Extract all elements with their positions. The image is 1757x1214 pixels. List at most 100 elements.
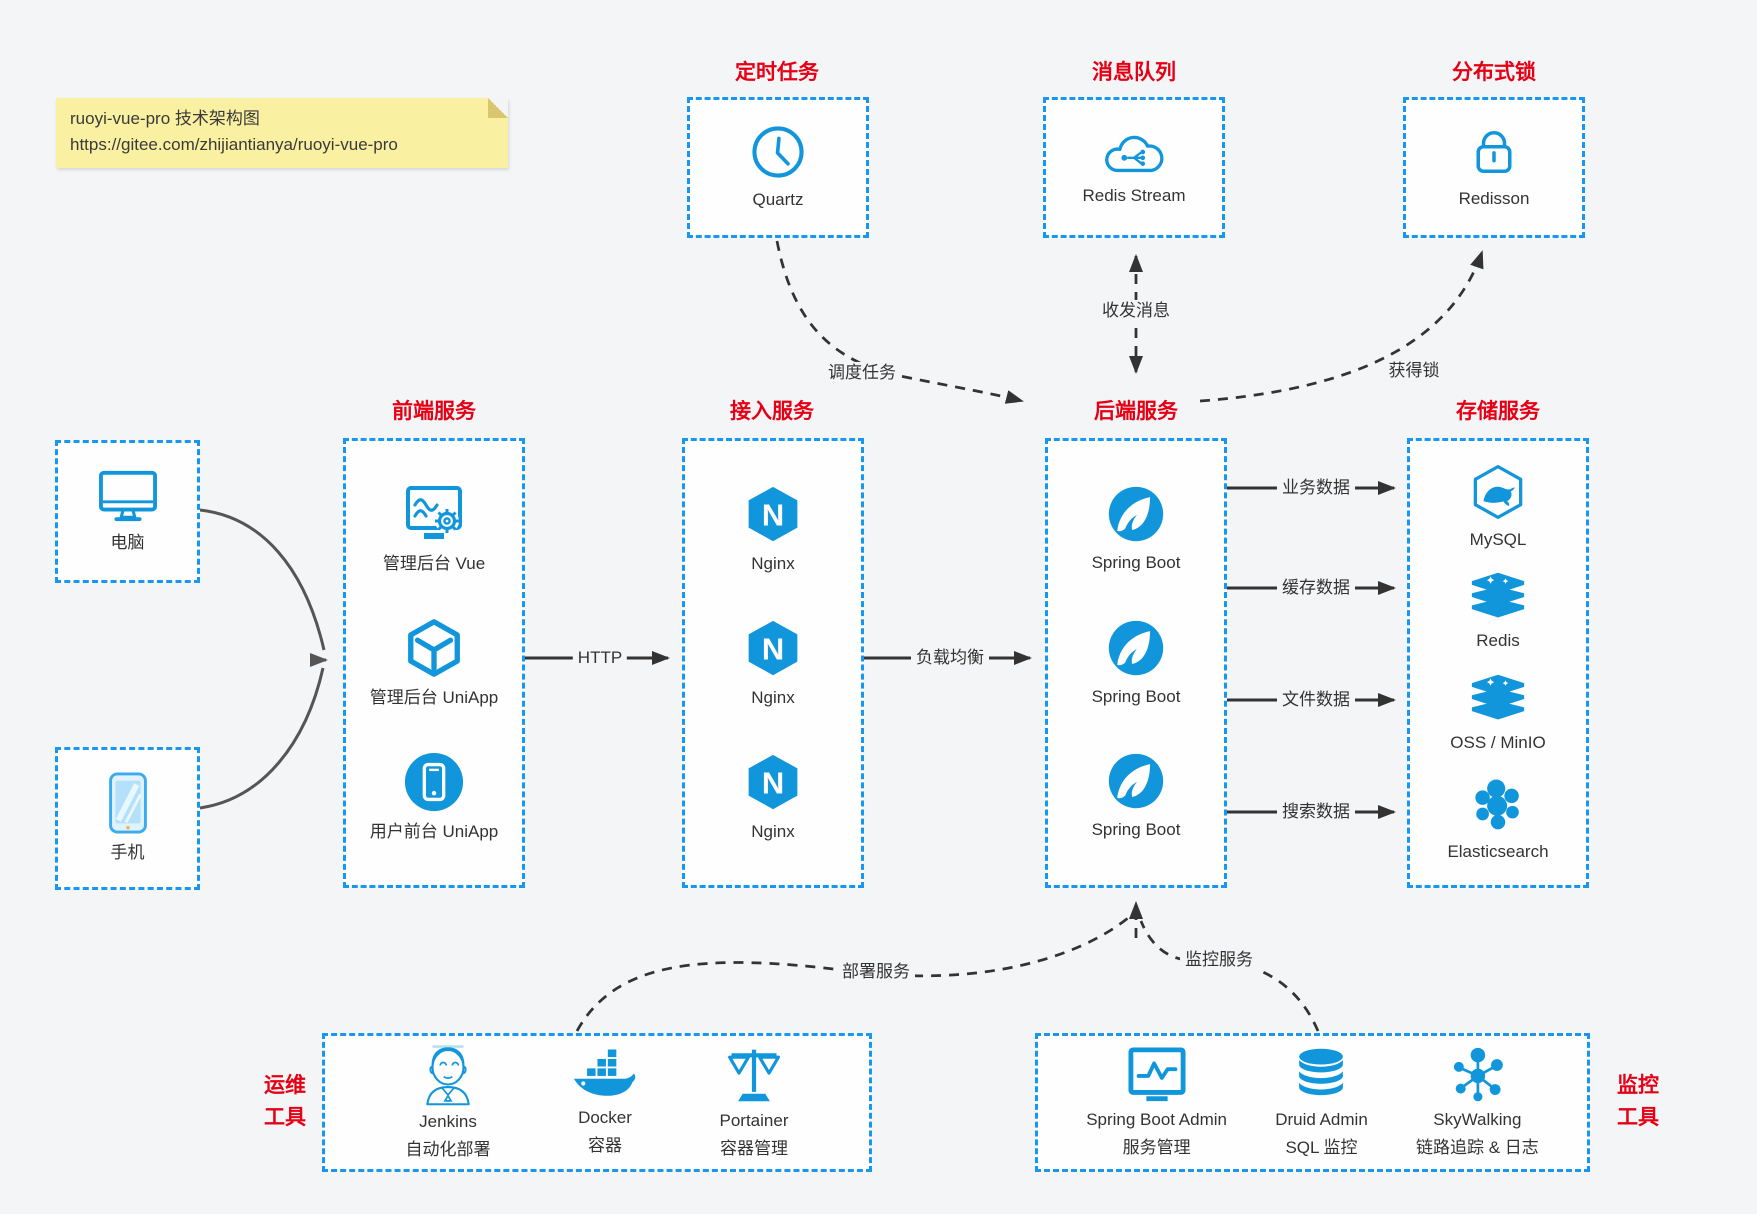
oss-stack-icon: [1470, 674, 1526, 724]
group-title-distributed-lock: 分布式锁: [1452, 61, 1536, 84]
node-label: MySQL: [1469, 529, 1527, 549]
node-redis: Redis: [1470, 572, 1526, 652]
node-springboot-1: Spring Boot: [1091, 484, 1181, 574]
phone-icon: [105, 772, 151, 834]
ops-tools-label-line2: 工具: [264, 1105, 306, 1129]
group-title-backend: 后端服务: [1094, 400, 1178, 423]
node-label: Nginx: [751, 821, 795, 841]
node-label: Jenkins: [419, 1112, 477, 1132]
edge-label-load-balance: 负载均衡: [911, 646, 989, 670]
monitor-tools-label-line1: 监控: [1617, 1074, 1659, 1097]
node-label: 电脑: [110, 533, 145, 553]
redis-stack-icon: [1470, 572, 1526, 622]
edge-label-cache-data: 缓存数据: [1277, 576, 1355, 600]
group-box-access: N Nginx N Nginx N: [682, 438, 864, 888]
lock-icon: [1466, 124, 1522, 180]
node-jenkins: Jenkins 自动化部署: [406, 1044, 491, 1160]
group-box-frontend: 管理后台 Vue 管理后台 UniApp: [343, 438, 525, 888]
node-admin-uniapp: 管理后台 UniApp: [370, 617, 498, 709]
client-box-pc: 电脑: [55, 440, 200, 583]
node-springboot-3: Spring Boot: [1092, 751, 1180, 841]
ops-tools-label-line1: 运维: [264, 1074, 306, 1097]
edge-label-deploy-service: 部署服务: [837, 960, 915, 984]
docker-whale-icon: [571, 1048, 639, 1102]
note-fold-corner: [488, 98, 508, 118]
desktop-icon: [97, 468, 159, 524]
node-elasticsearch: Elasticsearch: [1447, 775, 1549, 863]
node-portainer: Portainer 容器管理: [719, 1045, 789, 1159]
group-title-storage: 存储服务: [1456, 400, 1540, 423]
node-springboot-admin: Spring Boot Admin 服务管理: [1086, 1046, 1227, 1158]
edge-label-send-receive-msg: 收发消息: [1097, 299, 1175, 323]
group-box-scheduled-tasks: Quartz: [687, 97, 869, 238]
group-box-message-queue: Redis Stream: [1043, 97, 1225, 238]
node-druid-admin: Druid Admin SQL 监控: [1275, 1046, 1368, 1158]
node-label: 用户前台 UniApp: [369, 821, 499, 841]
node-oss-minio: OSS / MinIO: [1450, 674, 1546, 754]
group-box-backend: Spring Boot Spring Boot: [1045, 438, 1227, 888]
node-sublabel: 自动化部署: [405, 1139, 491, 1159]
node-label: Spring Boot Admin: [1086, 1110, 1227, 1130]
node-sublabel: 容器管理: [719, 1138, 788, 1158]
monitor-tools-side-label: 监控 工具: [1601, 1070, 1675, 1133]
node-label: SkyWalking: [1433, 1110, 1522, 1130]
portainer-scales-icon: [724, 1045, 784, 1105]
client-box-mobile: 手机: [55, 747, 200, 890]
node-label: Nginx: [751, 687, 795, 707]
node-label: Redis: [1476, 631, 1520, 651]
node-redis-stream: Redis Stream: [1082, 127, 1186, 207]
clock-icon: [749, 123, 807, 181]
node-sublabel: 服务管理: [1122, 1137, 1191, 1157]
note-title: ruoyi-vue-pro 技术架构图: [70, 109, 260, 128]
node-admin-vue: 管理后台 Vue: [383, 483, 485, 575]
mobile-app-icon: [403, 751, 465, 813]
edge-label-acquire-lock: 获得锁: [1383, 359, 1445, 383]
group-box-ops-tools: Jenkins 自动化部署 Docker: [322, 1033, 872, 1172]
edge-label-business-data: 业务数据: [1277, 476, 1355, 500]
svg-text:N: N: [762, 631, 784, 666]
node-quartz: Quartz: [749, 123, 807, 211]
group-title-frontend: 前端服务: [392, 400, 476, 423]
node-label: OSS / MinIO: [1450, 732, 1546, 752]
node-mysql: MySQL: [1469, 463, 1527, 551]
node-sublabel: SQL 监控: [1285, 1137, 1358, 1157]
monitor-tools-label-line2: 工具: [1617, 1105, 1659, 1129]
node-label: 管理后台 Vue: [382, 553, 486, 573]
node-nginx-2: N Nginx: [743, 617, 803, 709]
monitor-chart-icon: [1126, 1046, 1188, 1104]
edge-label-search-data: 搜索数据: [1277, 800, 1355, 824]
svg-text:N: N: [762, 497, 784, 532]
node-label: Spring Boot: [1091, 553, 1181, 573]
group-title-access: 接入服务: [730, 400, 814, 423]
edge-label-file-data: 文件数据: [1277, 688, 1355, 712]
node-redisson: Redisson: [1458, 124, 1530, 210]
node-skywalking: SkyWalking 链路追踪 & 日志: [1416, 1046, 1539, 1158]
spring-leaf-icon: [1106, 484, 1166, 544]
node-mobile: 手机: [105, 772, 151, 864]
node-label: Spring Boot: [1091, 686, 1181, 706]
edge-label-http: HTTP: [572, 646, 628, 670]
node-label: Redisson: [1458, 189, 1530, 209]
node-label: Docker: [578, 1108, 632, 1128]
node-docker: Docker 容器: [571, 1048, 639, 1156]
note-url: https://gitee.com/zhijiantianya/ruoyi-vu…: [70, 135, 398, 154]
jenkins-icon: [420, 1044, 476, 1106]
group-box-storage: MySQL Redis: [1407, 438, 1589, 888]
spring-leaf-icon: [1106, 751, 1166, 811]
node-label: 管理后台 UniApp: [369, 687, 499, 707]
group-box-distributed-lock: Redisson: [1403, 97, 1585, 238]
node-label: Portainer: [719, 1111, 789, 1131]
sticky-note: ruoyi-vue-pro 技术架构图 https://gitee.com/zh…: [56, 98, 508, 168]
node-label: Redis Stream: [1082, 186, 1186, 206]
svg-text:N: N: [762, 765, 784, 800]
admin-screen-gear-icon: [402, 483, 466, 545]
node-sublabel: 链路追踪 & 日志: [1415, 1137, 1539, 1157]
node-user-uniapp: 用户前台 UniApp: [370, 751, 498, 843]
node-label: Druid Admin: [1275, 1110, 1368, 1130]
node-sublabel: 容器: [588, 1135, 622, 1155]
mysql-dolphin-icon: [1469, 463, 1527, 521]
cube-icon: [403, 617, 465, 679]
nginx-icon: N: [743, 751, 803, 813]
node-nginx-3: N Nginx: [743, 751, 803, 843]
